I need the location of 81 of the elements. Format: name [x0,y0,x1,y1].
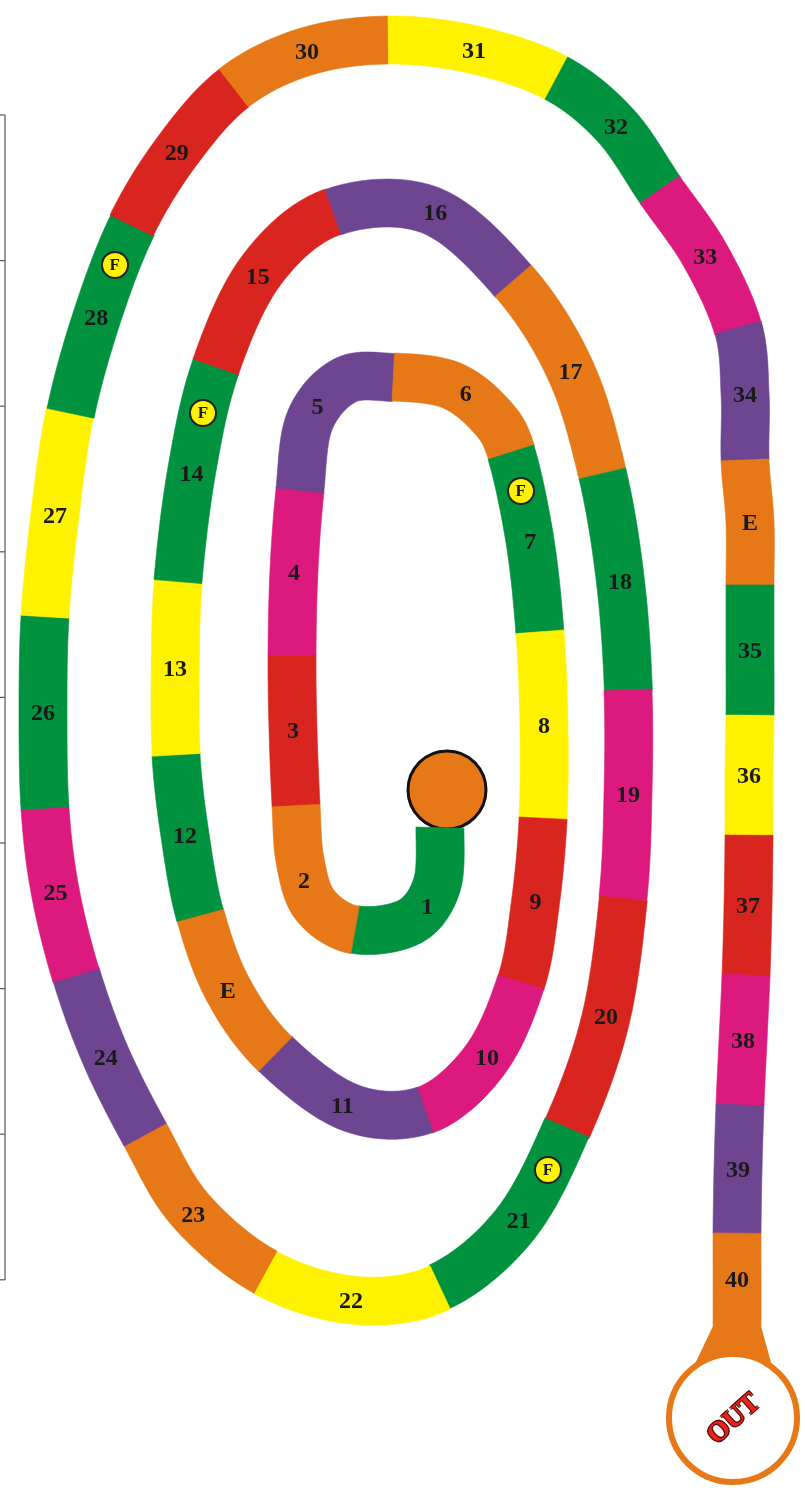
track-space [257,1036,434,1140]
track-space [52,967,167,1147]
space-number: 26 [31,700,55,725]
space-number: 23 [181,1201,206,1226]
space-number: 12 [173,823,198,848]
track-space [544,56,681,205]
space-number: 39 [726,1156,750,1181]
space-number: 24 [93,1044,118,1069]
space-number: 10 [475,1045,500,1070]
space-number: E [742,510,758,535]
track-space [154,358,239,584]
space-number: 9 [529,888,542,913]
track-space [599,689,653,902]
track-space [721,459,775,586]
space-number: 14 [179,461,204,486]
track-space [276,351,396,493]
space-number: E [219,977,236,1002]
track-space [123,1122,277,1294]
finish-circle [665,1326,801,1486]
track-space [640,176,762,336]
track-space [176,907,292,1072]
track-space [387,16,568,100]
space-number: 36 [737,763,761,787]
track-space [416,974,544,1133]
track-space [252,1250,451,1325]
track-space [391,353,535,460]
space-number: 18 [608,568,633,593]
space-number: 3 [287,718,299,742]
track-space [272,802,360,954]
space-number: 31 [462,37,487,62]
space-number: 20 [593,1003,618,1028]
space-number: 34 [732,381,757,406]
track-space [21,407,94,619]
track-space [350,827,465,955]
space-number: 5 [311,393,324,418]
track-space [494,265,626,480]
track-space [267,654,320,807]
space-number: 30 [294,39,319,64]
track-space [150,579,202,757]
track-space [193,189,342,375]
track-space [578,467,652,692]
track-space [268,486,324,656]
space-number: 19 [616,782,640,807]
track-space [110,68,250,236]
space-number: 27 [43,502,67,527]
space-number: 21 [506,1208,531,1233]
space-number: 2 [298,868,311,892]
track-space [46,213,154,418]
space-number: 17 [558,358,583,383]
track-space [544,895,647,1139]
track-space [716,974,770,1107]
track-space [19,614,69,810]
track-space [488,444,564,635]
space-number: 1 [421,893,434,918]
track-space [516,630,569,820]
track-space [714,321,770,462]
track-space [712,1232,761,1326]
track-space [324,178,532,298]
space-number: 11 [331,1092,354,1117]
space-number: 28 [84,305,109,330]
space-number: 37 [736,893,760,917]
space-number: 13 [163,656,187,681]
track-space [21,805,99,982]
track-space [429,1118,589,1310]
space-number: 32 [604,114,629,139]
space-number: 16 [423,200,448,225]
space-number: 8 [538,712,550,737]
space-number: 33 [693,243,718,268]
space-number: 35 [738,638,762,662]
space-number: 40 [725,1267,749,1291]
space-number: 6 [459,381,472,406]
space-number: 15 [245,264,270,288]
space-number: 29 [164,139,189,164]
space-number: 38 [731,1028,755,1052]
space-number: 22 [339,1287,364,1312]
track-space [219,16,390,107]
track-space [152,752,224,922]
space-number: 25 [43,880,68,905]
space-number: 7 [524,529,537,554]
track-space [497,816,567,990]
space-number: 4 [287,560,300,585]
